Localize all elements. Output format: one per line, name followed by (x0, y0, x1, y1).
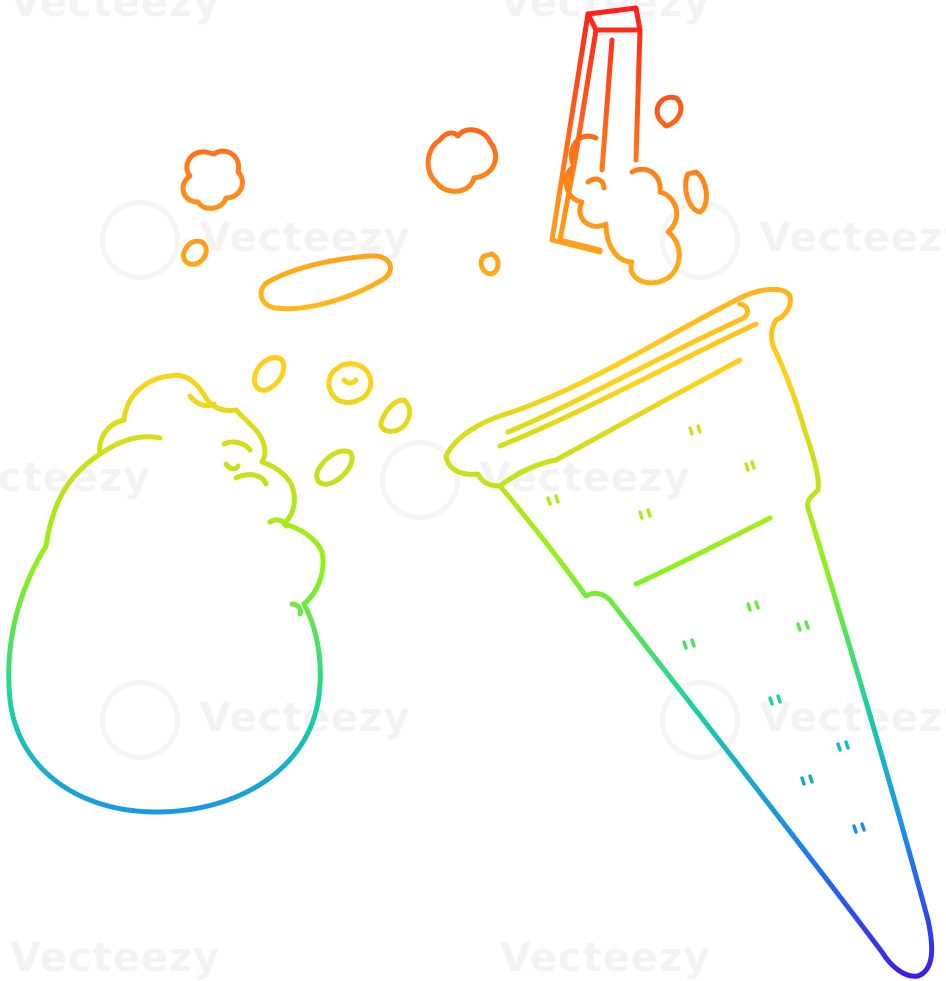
droplets-icon (180, 127, 501, 487)
watermark-text: Vecteezy (760, 695, 946, 741)
watermark-text: Vecteezy (500, 935, 710, 981)
watermark-text: Vecteezy (200, 215, 410, 261)
cone-texture-icon (546, 424, 866, 834)
watermark-logo-icon (660, 200, 740, 280)
waffle-cone-icon (443, 287, 935, 979)
watermark-logo-icon (380, 440, 460, 520)
watermark-logo-icon (660, 680, 740, 760)
splash-icon (563, 94, 709, 286)
watermark-logo-icon (100, 680, 180, 760)
watermark-text: Vecteezy (200, 695, 410, 741)
watermark-text: Vecteezy (10, 0, 220, 26)
wafer-stick-icon (549, 5, 643, 255)
watermark-text: Vecteezy (760, 215, 946, 261)
watermark-logo-icon (100, 200, 180, 280)
watermark-text: Vecteezy (10, 935, 220, 981)
ice-cream-scoop-icon (6, 372, 326, 815)
